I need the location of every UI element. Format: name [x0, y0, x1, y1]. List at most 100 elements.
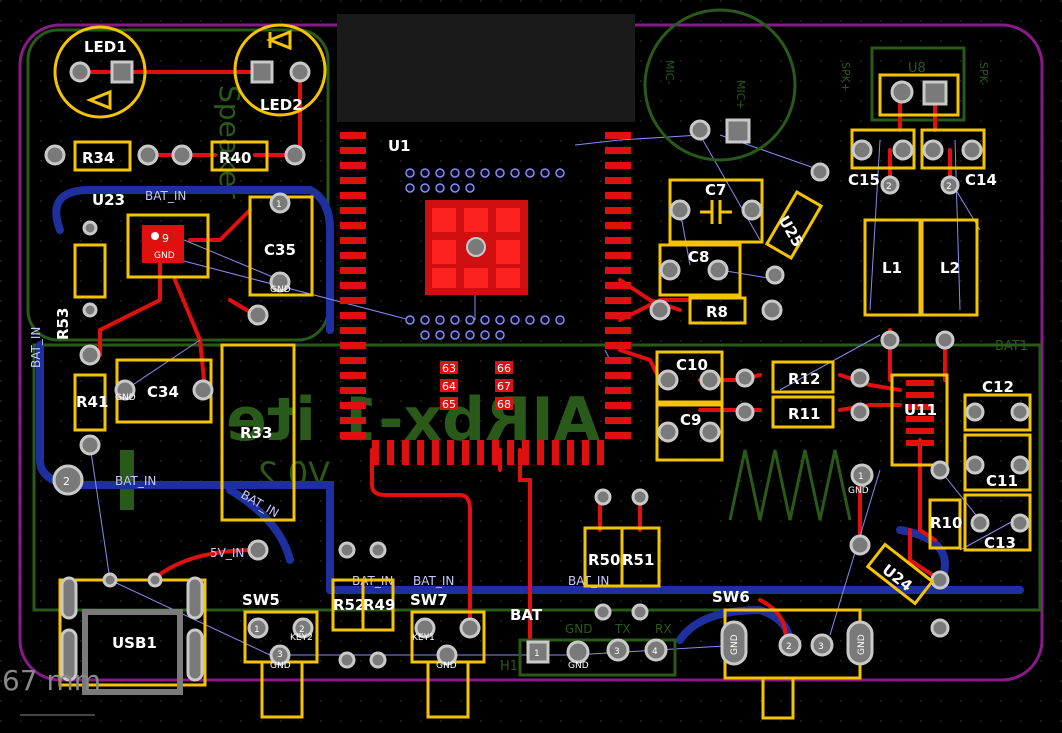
u8-ref: U8 — [908, 61, 926, 76]
c12-component[interactable]: C12 — [963, 378, 1032, 432]
microphone-component[interactable]: MIC- MIC+ — [643, 8, 797, 162]
led1-component[interactable]: LED1 — [53, 25, 147, 119]
c10-component[interactable]: C10 — [655, 350, 724, 404]
r12-component[interactable]: R12 — [735, 360, 870, 394]
u11-ref: U11 — [904, 401, 937, 419]
u8-connector[interactable]: U8 SPK+ SPK- — [839, 61, 990, 117]
l2-ref: L2 — [940, 259, 960, 277]
pad-65-label: 65 — [442, 398, 456, 411]
r51-component[interactable]: R51 — [620, 488, 661, 621]
h1-connector[interactable]: BAT H1 1 GND 3 4 RX TX GND — [500, 606, 677, 677]
sw6-switch[interactable]: SW6 GND GND 2 3 — [712, 588, 874, 720]
l2-component[interactable]: L2 — [920, 218, 979, 317]
l1-pad — [880, 330, 900, 350]
ratsnest-lines — [89, 134, 1016, 656]
svg-text:2: 2 — [63, 475, 70, 488]
usb1-connector[interactable]: USB1 — [58, 572, 207, 695]
svg-text:1: 1 — [254, 625, 260, 635]
svg-text:1: 1 — [276, 200, 282, 210]
svg-text:2: 2 — [786, 642, 792, 652]
r40-component[interactable]: R40 — [171, 140, 306, 172]
c34-ref: C34 — [147, 383, 179, 401]
svg-text:GND: GND — [848, 486, 869, 496]
dimension-value: 67 mm — [2, 664, 101, 697]
c11-component[interactable]: C11 — [963, 433, 1032, 492]
l1-ref: L1 — [882, 259, 902, 277]
r49-component[interactable]: R49 — [361, 541, 395, 669]
sw7-switch[interactable]: SW7 KEY1 GND — [410, 591, 486, 719]
c14-ref: C14 — [965, 171, 997, 189]
u1-bottom-pads — [372, 440, 604, 465]
svg-text:2: 2 — [886, 182, 892, 192]
r50-component[interactable]: R50 — [583, 488, 624, 621]
u1-numbered-pads: 63 64 65 66 67 68 — [440, 361, 513, 411]
c8-ref: C8 — [688, 248, 709, 266]
r53-component[interactable]: R53 — [54, 220, 107, 340]
c10-ref: C10 — [676, 356, 708, 374]
sw6-ref: SW6 — [712, 588, 750, 606]
c8-component[interactable]: C8 — [658, 243, 742, 297]
sw7-ref: SW7 — [410, 591, 448, 609]
pad-66-label: 66 — [497, 362, 511, 375]
sw5-switch[interactable]: SW5 1 2 3 GND KEY2 — [242, 591, 319, 719]
svg-text:GND: GND — [115, 393, 136, 403]
r52-component[interactable]: R52 — [331, 541, 365, 669]
bat-pad-2 — [52, 464, 84, 496]
r50-ref: R50 — [588, 551, 620, 569]
sw5-ref: SW5 — [242, 591, 280, 609]
c15-component[interactable]: C15 2 — [848, 128, 916, 195]
u23-ref: U23 — [92, 191, 125, 209]
c35-component[interactable]: C35 1 GND — [248, 192, 314, 297]
u23-pad9-label: 9 — [162, 232, 169, 245]
svg-text:GND: GND — [730, 634, 740, 655]
c9-ref: C9 — [680, 411, 701, 429]
c13-ref: C13 — [984, 534, 1016, 552]
svg-text:GND: GND — [436, 661, 457, 671]
gnd-test-pad[interactable]: 1 GND — [848, 463, 874, 556]
u1-antenna-keepout — [337, 14, 635, 122]
r34-component[interactable]: R34 — [44, 140, 159, 172]
u23-component[interactable]: U23 9 GND BAT_IN — [92, 189, 210, 279]
r10-ref: R10 — [930, 514, 962, 532]
dimension-annotation: 67 mm — [2, 664, 101, 716]
r41-component[interactable]: R41 — [73, 344, 108, 456]
u23-gnd-label: GND — [154, 251, 175, 261]
c12-ref: C12 — [982, 378, 1014, 396]
u1-left-pads — [340, 132, 366, 439]
c7-ref: C7 — [705, 181, 726, 199]
c7-component[interactable]: C7 — [668, 178, 764, 244]
svg-text:1: 1 — [534, 649, 540, 659]
gnd-connector-label: GND — [565, 622, 593, 636]
u1-right-pads — [605, 132, 631, 439]
u11-component[interactable]: U11 — [890, 373, 949, 467]
svg-text:1: 1 — [858, 472, 864, 482]
svg-text:KEY2: KEY2 — [290, 633, 313, 643]
r52-ref: R52 — [333, 596, 365, 614]
led2-component[interactable]: LED2 — [233, 23, 327, 117]
c11-ref: C11 — [986, 472, 1018, 490]
l1-component[interactable]: L1 — [863, 218, 922, 317]
u1-module[interactable]: U1 — [337, 14, 635, 465]
c14-component[interactable]: C14 2 — [920, 128, 997, 195]
svg-text:3: 3 — [614, 647, 620, 657]
r8-component[interactable]: R8 — [649, 296, 783, 325]
bat1-ref: BAT1 — [995, 339, 1028, 354]
c34-component[interactable]: C34 GND — [114, 358, 214, 424]
bat-in-label-1: BAT_IN — [115, 474, 156, 488]
led2-ref: LED2 — [260, 96, 303, 114]
r8-ref: R8 — [706, 303, 728, 321]
svg-text:GND: GND — [568, 661, 589, 671]
svg-text:KEY1: KEY1 — [412, 633, 435, 643]
led2-diode-icon — [265, 29, 292, 51]
r49-ref: R49 — [363, 596, 395, 614]
c9-component[interactable]: C9 — [655, 403, 724, 462]
svg-text:4: 4 — [652, 647, 658, 657]
bat-in-label-3: BAT_IN — [413, 574, 454, 588]
r53-ref: R53 — [54, 308, 72, 340]
l2-pad — [935, 330, 955, 350]
r33-component[interactable]: R33 — [220, 304, 296, 561]
r11-component[interactable]: R11 — [735, 395, 870, 429]
r10-component[interactable]: R10 — [928, 460, 962, 590]
c13-component[interactable]: C13 — [963, 493, 1032, 552]
